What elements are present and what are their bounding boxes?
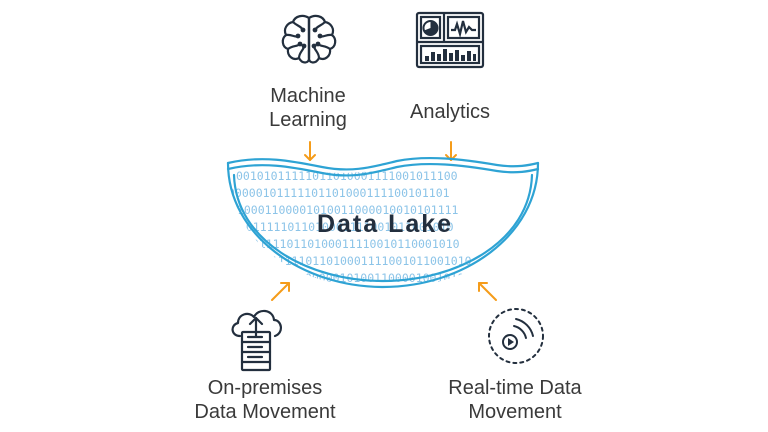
binary-row: 01011110110100011110010110001010 — [238, 237, 460, 251]
lake-bowl — [226, 156, 540, 289]
machine-learning-label: Machine Learning — [248, 84, 368, 132]
binary-row: 00000101111101101000111100101101 — [228, 186, 450, 200]
dashboard-icon — [415, 11, 485, 69]
server-cloud-upload-icon — [231, 309, 282, 372]
binary-stream: 00101011111011010001111001011100 0000010… — [228, 168, 540, 304]
on-premises-label: On-premises Data Movement — [170, 376, 360, 424]
binary-row: 01011111011010001111001011001010 — [232, 220, 454, 234]
streaming-signal-icon — [488, 308, 544, 364]
analytics-label: Analytics — [409, 101, 491, 123]
machine-learning-line2: Learning — [269, 109, 347, 131]
on-premises-line2: Data Movement — [194, 401, 336, 423]
arrow-up-right-onprem — [271, 282, 290, 301]
brain-icon — [281, 14, 337, 64]
arrow-up-left-realtime — [478, 282, 497, 301]
arrow-down-ml — [304, 141, 316, 161]
on-premises-line1: On-premises — [207, 377, 323, 399]
real-time-label: Real-time Data Movement — [420, 376, 610, 424]
real-time-line2: Movement — [468, 401, 562, 423]
data-lake-title: Data Lake — [316, 210, 454, 238]
machine-learning-line1: Machine — [270, 85, 346, 107]
real-time-line1: Real-time Data — [448, 377, 582, 399]
binary-row: 01011111011010001111001011001010 — [250, 254, 472, 268]
binary-row: 110001100001010011000010010101111 — [230, 203, 459, 217]
